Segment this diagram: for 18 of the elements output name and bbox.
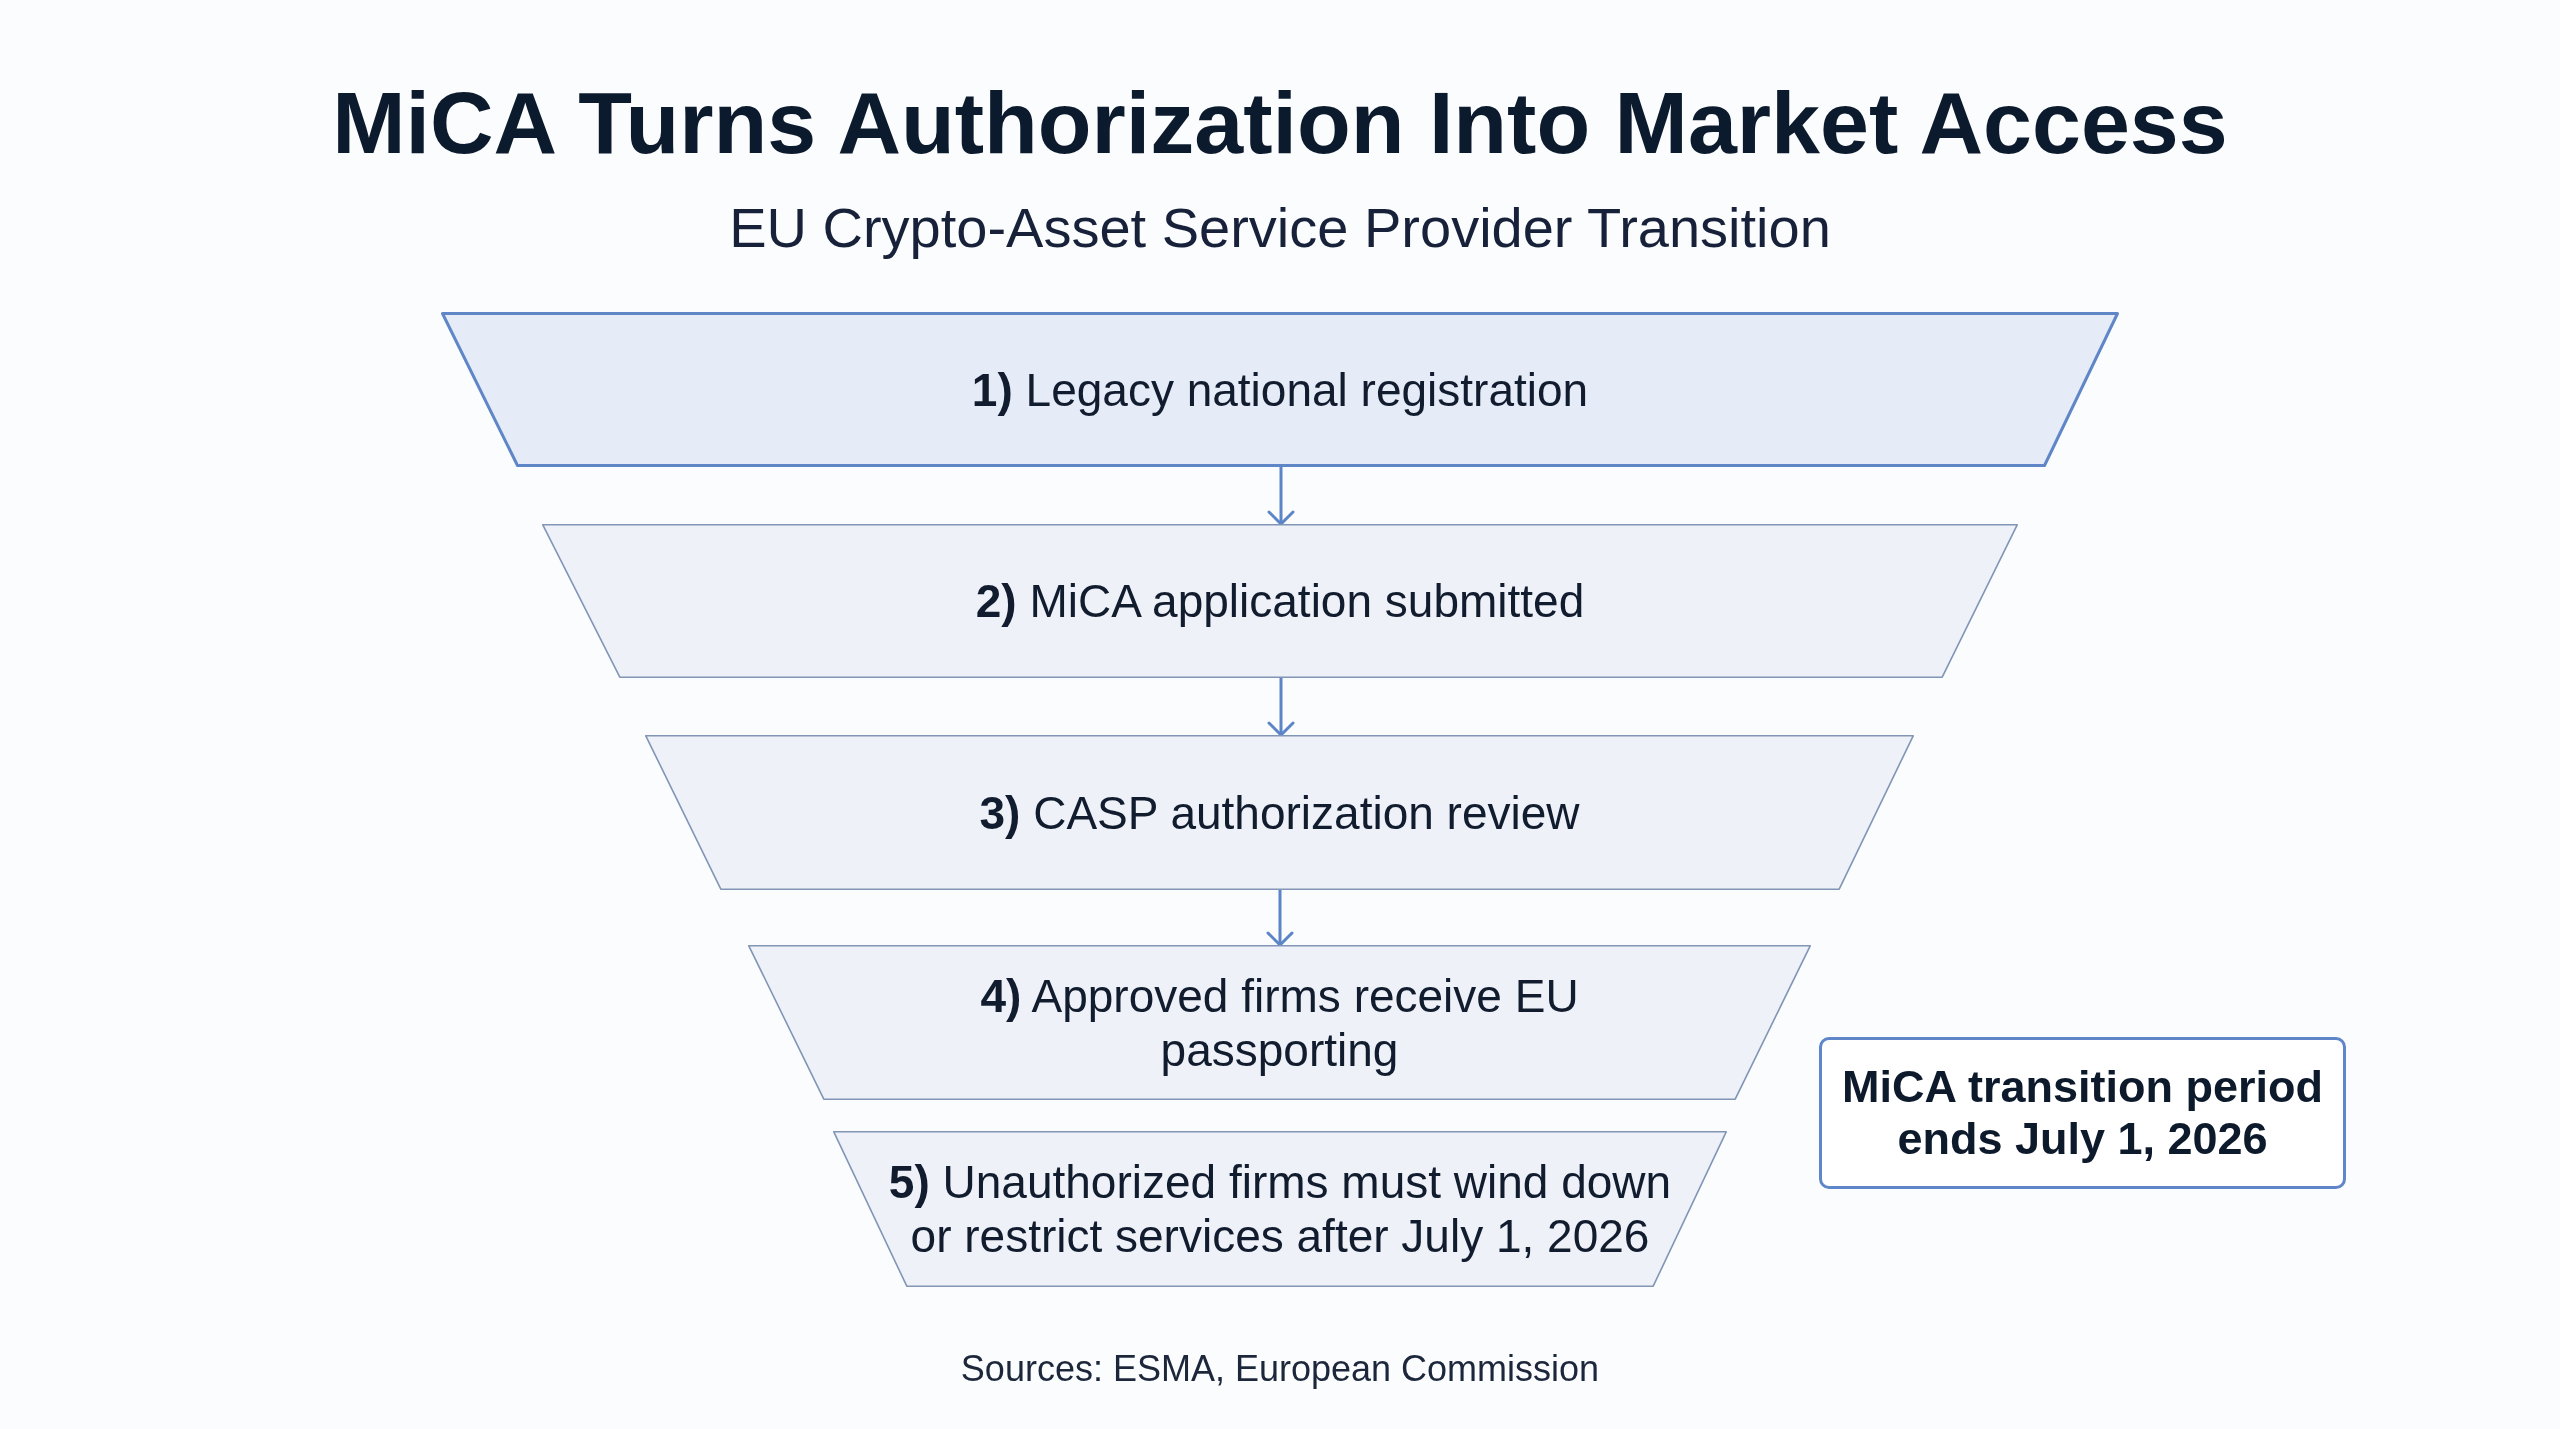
funnel-stage: [645, 735, 1914, 890]
note-text: MiCA transition period ends July 1, 2026: [1841, 1061, 2324, 1165]
arrow: [1266, 890, 1294, 947]
arrow: [1267, 467, 1295, 526]
stage-label: 5) Unauthorized firms must wind down or restrict services after July 1, 2026: [887, 1155, 1673, 1263]
stage-label: 1) Legacy national registration: [971, 362, 1589, 417]
title: MiCA Turns Authorization Into Market Access: [332, 72, 2228, 174]
funnel-stage: [441, 312, 2119, 467]
note-box: [1819, 1037, 2346, 1189]
arrow: [1267, 678, 1295, 737]
stage-label: 4) Approved firms receive EU passporting: [979, 968, 1580, 1077]
source-note: Sources: ESMA, European Commission: [960, 1347, 1600, 1391]
subtitle: EU Crypto-Asset Service Provider Transition: [729, 195, 1831, 261]
stage-label: 2) MiCA application submitted: [975, 574, 1585, 628]
stage-label: 3) CASP authorization review: [979, 785, 1580, 840]
funnel-stage: [833, 1131, 1727, 1287]
funnel-stage: [748, 945, 1811, 1100]
funnel-stage: [542, 524, 2018, 678]
